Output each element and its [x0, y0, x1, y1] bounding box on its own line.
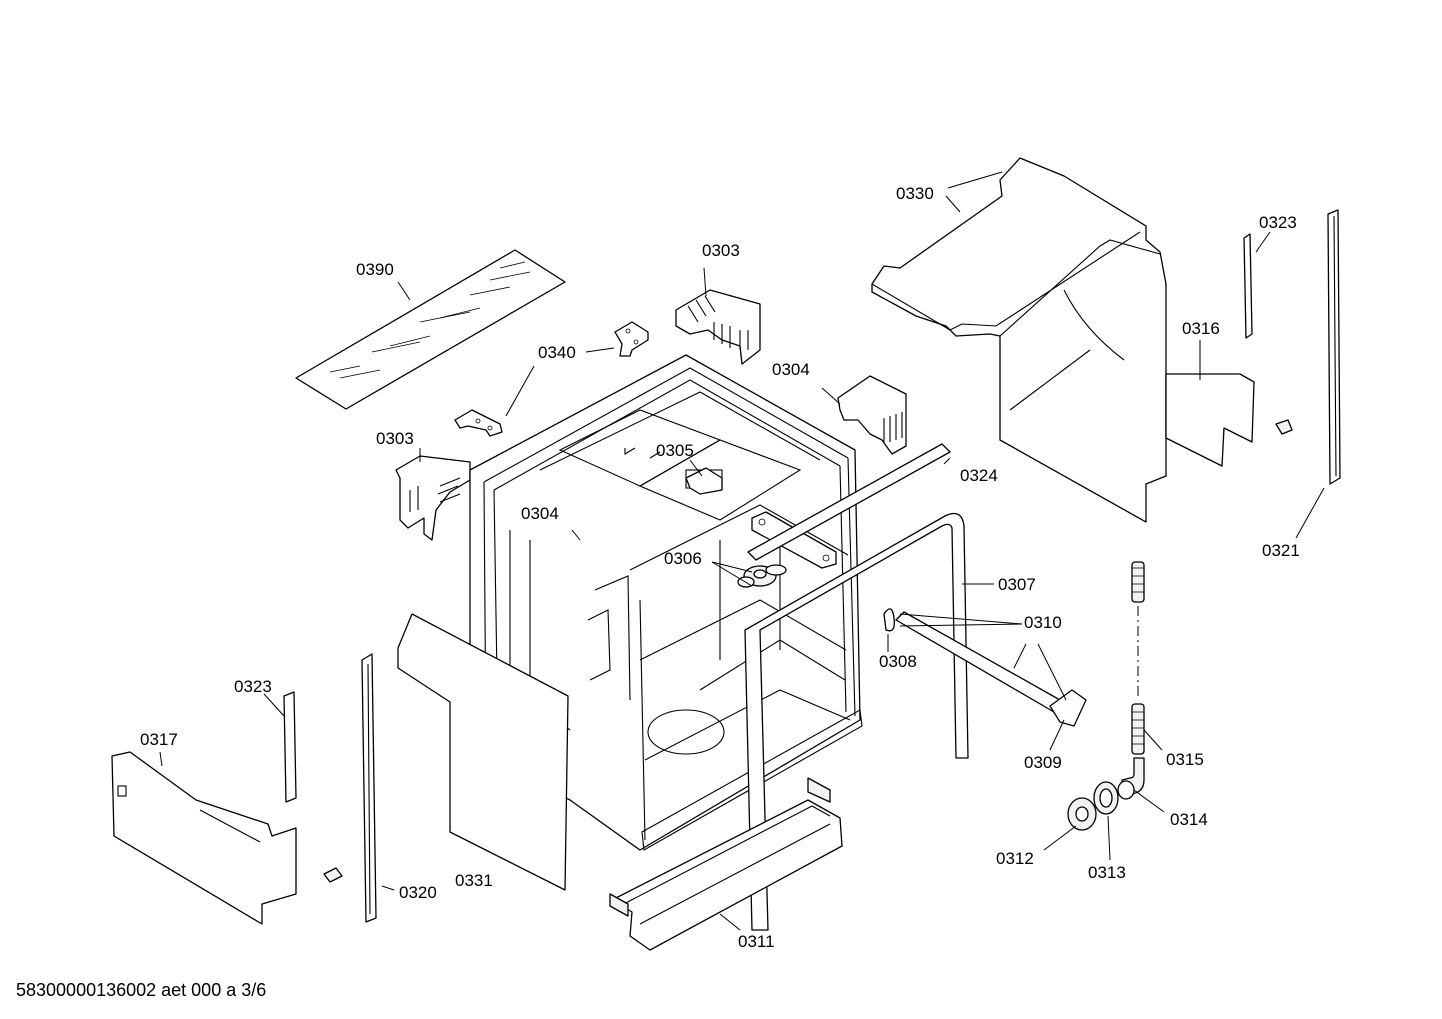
part-0303-hinge-upper	[675, 289, 761, 365]
part-0390-film	[295, 249, 566, 410]
callout-0314: 0314	[1170, 810, 1208, 829]
part-0314-fitting	[1117, 757, 1145, 800]
leader-lines	[159, 171, 1325, 931]
callout-0315: 0315	[1166, 750, 1204, 769]
part-0309-handle	[1049, 689, 1087, 727]
callout-0304: 0304	[772, 360, 810, 379]
callout-0390: 0390	[356, 260, 394, 279]
part-0313-nut	[1093, 781, 1119, 815]
part-0306-wingnut	[737, 564, 787, 588]
part-screw-left	[323, 867, 343, 883]
callout-0320: 0320	[399, 883, 437, 902]
part-0315-hose-upper	[1131, 561, 1145, 603]
callout-0323: 0323	[1259, 213, 1297, 232]
callout-0340: 0340	[538, 343, 576, 362]
part-0324-rail	[747, 443, 951, 561]
callout-0304: 0304	[521, 504, 559, 523]
part-0331-side-panel	[397, 613, 569, 891]
callout-0323: 0323	[234, 677, 272, 696]
callout-0309: 0309	[1024, 753, 1062, 772]
part-0323-strip-upper	[1243, 233, 1253, 339]
part-0340-bracket-upper	[614, 321, 649, 357]
part-0320-strip	[361, 653, 377, 923]
part-0317-base-plate	[111, 751, 297, 925]
callout-0317: 0317	[140, 730, 178, 749]
callout-0303: 0303	[702, 241, 740, 260]
part-0304-bracket-upper	[837, 375, 907, 455]
part-0303-hinge-lower	[395, 455, 471, 541]
part-0306-bar	[751, 511, 837, 569]
part-0315-hose-lower	[1131, 703, 1145, 755]
callout-0312: 0312	[996, 849, 1034, 868]
callout-0306: 0306	[664, 549, 702, 568]
part-0321-strip	[1327, 209, 1341, 485]
callout-0303: 0303	[376, 429, 414, 448]
callout-0311: 0311	[738, 932, 775, 951]
part-screw-right	[1275, 419, 1293, 435]
callout-0330: 0330	[896, 184, 934, 203]
callout-0331: 0331	[455, 871, 493, 890]
part-0308-clip	[883, 608, 895, 632]
callout-0316: 0316	[1182, 319, 1220, 338]
part-0312-cap	[1067, 797, 1097, 831]
part-0316-bracket	[1165, 373, 1255, 467]
part-0340-bracket-lower	[454, 409, 503, 437]
callout-0305: 0305	[656, 441, 694, 460]
callout-0321: 0321	[1262, 541, 1300, 560]
callout-0310: 0310	[1024, 613, 1062, 632]
part-0305-clip	[685, 467, 723, 495]
callout-0307: 0307	[998, 575, 1036, 594]
part-0307-seal	[744, 512, 969, 931]
callout-0313: 0313	[1088, 863, 1126, 882]
part-0311-base-panel	[609, 777, 843, 951]
document-code: 58300000136002 aet 000 a 3/6	[16, 980, 267, 1000]
callout-0308: 0308	[879, 652, 917, 671]
part-0323-strip-lower	[283, 691, 297, 803]
callout-0324: 0324	[960, 466, 998, 485]
